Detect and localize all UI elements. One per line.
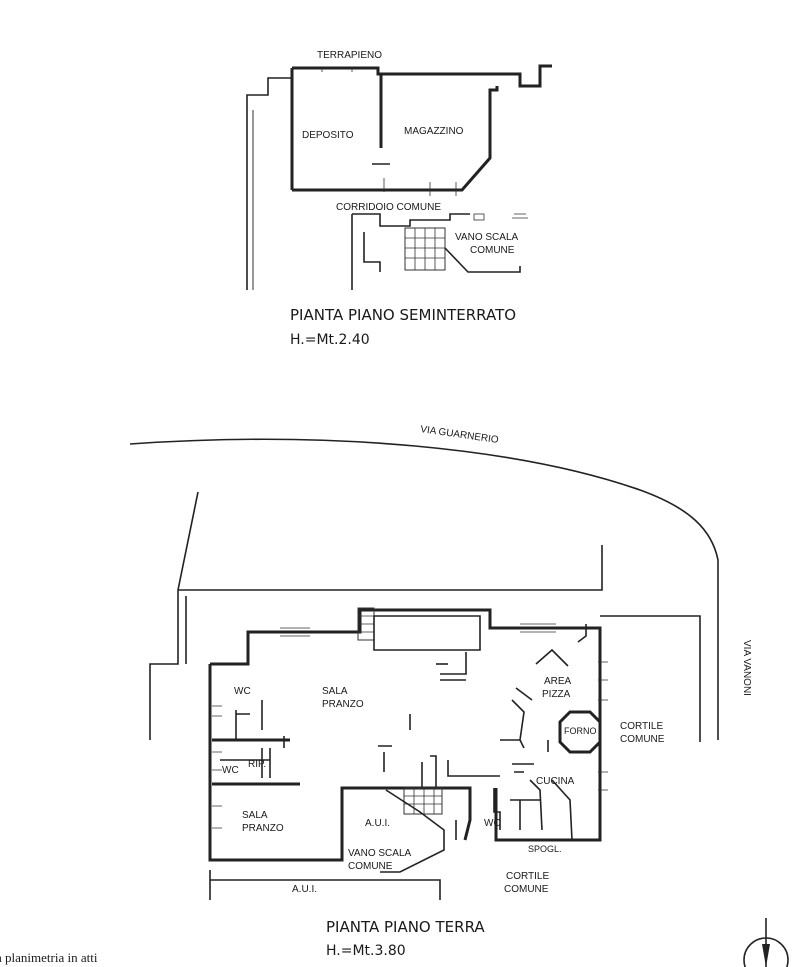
room-label-deposito: DEPOSITO bbox=[302, 130, 354, 141]
room-label-aui-mid: A.U.I. bbox=[365, 818, 390, 829]
room-label-wc-left: WC bbox=[222, 765, 239, 776]
room-label-cortile-bottom-comune: COMUNE bbox=[504, 884, 549, 895]
room-label-pranzo: PRANZO bbox=[322, 699, 364, 710]
street-label-vanoni: VIA VANONI bbox=[741, 640, 752, 696]
room-label-pranzo-small: PRANZO bbox=[242, 823, 284, 834]
room-label-corridoio: CORRIDOIO COMUNE bbox=[336, 202, 441, 213]
room-label-spogl: SPOGL. bbox=[528, 844, 562, 854]
room-label-pizza: PIZZA bbox=[542, 689, 571, 700]
oven-shape bbox=[558, 710, 602, 754]
room-label-cortile-right: CORTILE bbox=[620, 721, 663, 732]
room-label-forno: FORNO bbox=[564, 726, 597, 736]
basement-plan: TERRAPIENO DEPOSITO MAGAZZINO CORRIDOIO … bbox=[246, 50, 552, 348]
basement-title: PIANTA PIANO SEMINTERRATO bbox=[290, 306, 516, 324]
room-label-sala: SALA bbox=[322, 686, 348, 697]
room-label-cortile-right-comune: COMUNE bbox=[620, 734, 665, 745]
room-label-vano-scala: VANO SCALA bbox=[455, 232, 518, 243]
room-label-magazzino: MAGAZZINO bbox=[404, 126, 464, 137]
ground-height: H.=Mt.3.80 bbox=[326, 943, 406, 959]
room-label-cortile-bottom: CORTILE bbox=[506, 871, 549, 882]
room-label-aui-bottom: A.U.I. bbox=[292, 884, 317, 895]
street-label-guarnerio: VIA GUARNERIO bbox=[420, 424, 500, 446]
room-label-vano-scala: VANO SCALA bbox=[348, 848, 411, 859]
room-label-wc-kitchen: WC bbox=[484, 818, 501, 829]
room-label-sala-small: SALA bbox=[242, 810, 268, 821]
room-label-vano-scala-comune: COMUNE bbox=[470, 245, 515, 256]
room-label-area: AREA bbox=[544, 676, 572, 687]
room-label-cucina: CUCINA bbox=[536, 776, 575, 787]
room-label-rip: RIP. bbox=[248, 759, 266, 770]
ground-title: PIANTA PIANO TERRA bbox=[326, 918, 485, 936]
room-label-terrapieno: TERRAPIENO bbox=[317, 50, 382, 61]
room-label-wc-top: WC bbox=[234, 686, 251, 697]
basement-height: H.=Mt.2.40 bbox=[290, 332, 370, 348]
north-arrow-icon bbox=[743, 918, 789, 967]
footer-note: a planimetria in atti bbox=[0, 950, 98, 965]
room-label-vano-scala-comune: COMUNE bbox=[348, 861, 393, 872]
street-edge bbox=[129, 438, 719, 740]
ground-plan: VIA GUARNERIO VIA VANONI bbox=[129, 424, 752, 959]
